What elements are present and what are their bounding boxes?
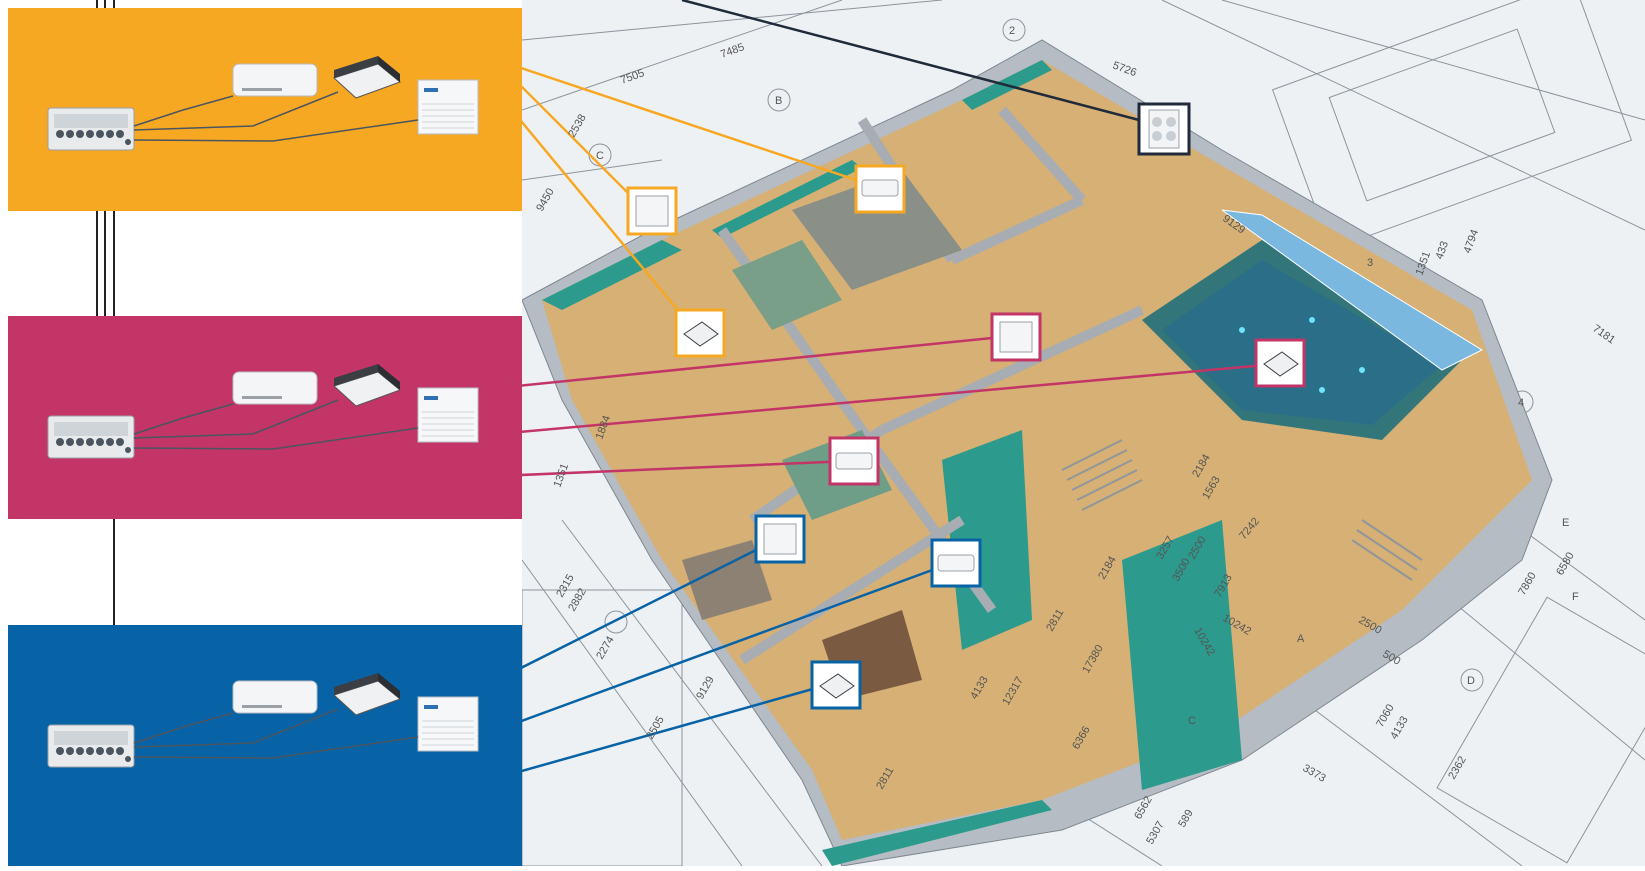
teal-walls (542, 60, 1242, 866)
wall-mounted-unit-icon (861, 179, 899, 197)
mode-exchanger-box-icon (47, 415, 135, 459)
wall-mounted-unit-icon (232, 371, 318, 405)
floor-ceiling-unit-icon (999, 321, 1033, 353)
axis-mark: E (1562, 517, 1569, 529)
zone-2-units (47, 364, 479, 459)
room-marker-zone-3[interactable] (754, 514, 806, 564)
floor-ceiling-unit-icon (763, 523, 797, 555)
zone-1-panel[interactable] (8, 8, 522, 211)
room-marker-zone-2[interactable] (990, 312, 1042, 362)
room-marker-zone-2[interactable] (1254, 338, 1306, 388)
room-marker-zone-1[interactable] (674, 308, 726, 358)
cassette-unit-icon (333, 673, 401, 716)
room-marker-zone-3[interactable] (810, 660, 862, 710)
zone-1-units (47, 56, 479, 151)
axis-mark: F (1572, 591, 1579, 603)
mode-exchanger-box-icon (47, 107, 135, 151)
room-marker-zone-3[interactable] (930, 538, 982, 588)
refrigerant-pipe (113, 0, 115, 625)
unit-wiring (133, 91, 419, 142)
zone-3-panel[interactable] (8, 625, 522, 866)
floor-ceiling-unit-icon (417, 79, 479, 135)
axis-mark: B (775, 95, 782, 107)
wall-mounted-unit-icon (232, 63, 318, 97)
building-floorplan-render: 9450 2538 7505 7485 9129 7181 3257 2500 … (522, 0, 1645, 866)
cassette-unit-icon (683, 321, 719, 347)
wall-mounted-unit-icon (937, 554, 975, 572)
unit-wiring (133, 399, 419, 450)
cassette-unit-icon (819, 673, 855, 699)
wall-mounted-unit-icon (835, 452, 873, 470)
outdoor-unit-icon (1148, 109, 1180, 149)
blueprint-axis-marks: C D E F 2 3 4 A B C (596, 25, 1579, 727)
cassette-unit-icon (333, 56, 401, 99)
dim-label: 433 (1434, 240, 1452, 261)
room-marker-outdoor-unit[interactable] (1137, 102, 1191, 156)
cassette-unit-icon (1263, 351, 1299, 377)
axis-mark: C (596, 150, 604, 162)
room-marker-zone-1[interactable] (626, 186, 678, 236)
axis-mark: A (1297, 633, 1305, 645)
room-marker-zone-1[interactable] (854, 164, 906, 214)
connection-lines (522, 0, 1278, 773)
zone-3-units (47, 673, 479, 768)
mode-exchanger-box-icon (47, 724, 135, 768)
unit-wiring (133, 708, 419, 759)
room-marker-zone-2[interactable] (828, 436, 880, 486)
axis-mark: D (1467, 675, 1475, 687)
axis-mark: C (1188, 715, 1196, 727)
stairs (1061, 439, 1423, 581)
floor-ceiling-unit-icon (417, 387, 479, 443)
axis-mark: 4 (1518, 397, 1524, 409)
floor-ceiling-unit-icon (635, 195, 669, 227)
wall-mounted-unit-icon (232, 680, 318, 714)
zone-2-panel[interactable] (8, 316, 522, 519)
cassette-unit-icon (333, 364, 401, 407)
axis-mark: 3 (1367, 257, 1373, 269)
floor-ceiling-unit-icon (417, 696, 479, 752)
axis-mark: 2 (1009, 25, 1015, 37)
